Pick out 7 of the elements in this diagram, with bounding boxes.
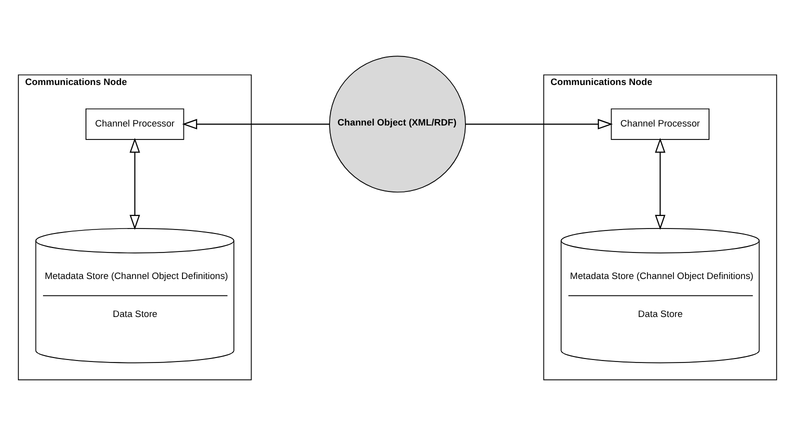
arrow (130, 138, 140, 230)
arrow (182, 118, 330, 130)
arrow (654, 138, 666, 230)
node-circle: Channel Object (XML/RDF) (329, 56, 466, 193)
node-box: Channel Processor (610, 108, 710, 140)
arrow (465, 118, 613, 130)
node-box: Channel Processor (86, 108, 184, 140)
